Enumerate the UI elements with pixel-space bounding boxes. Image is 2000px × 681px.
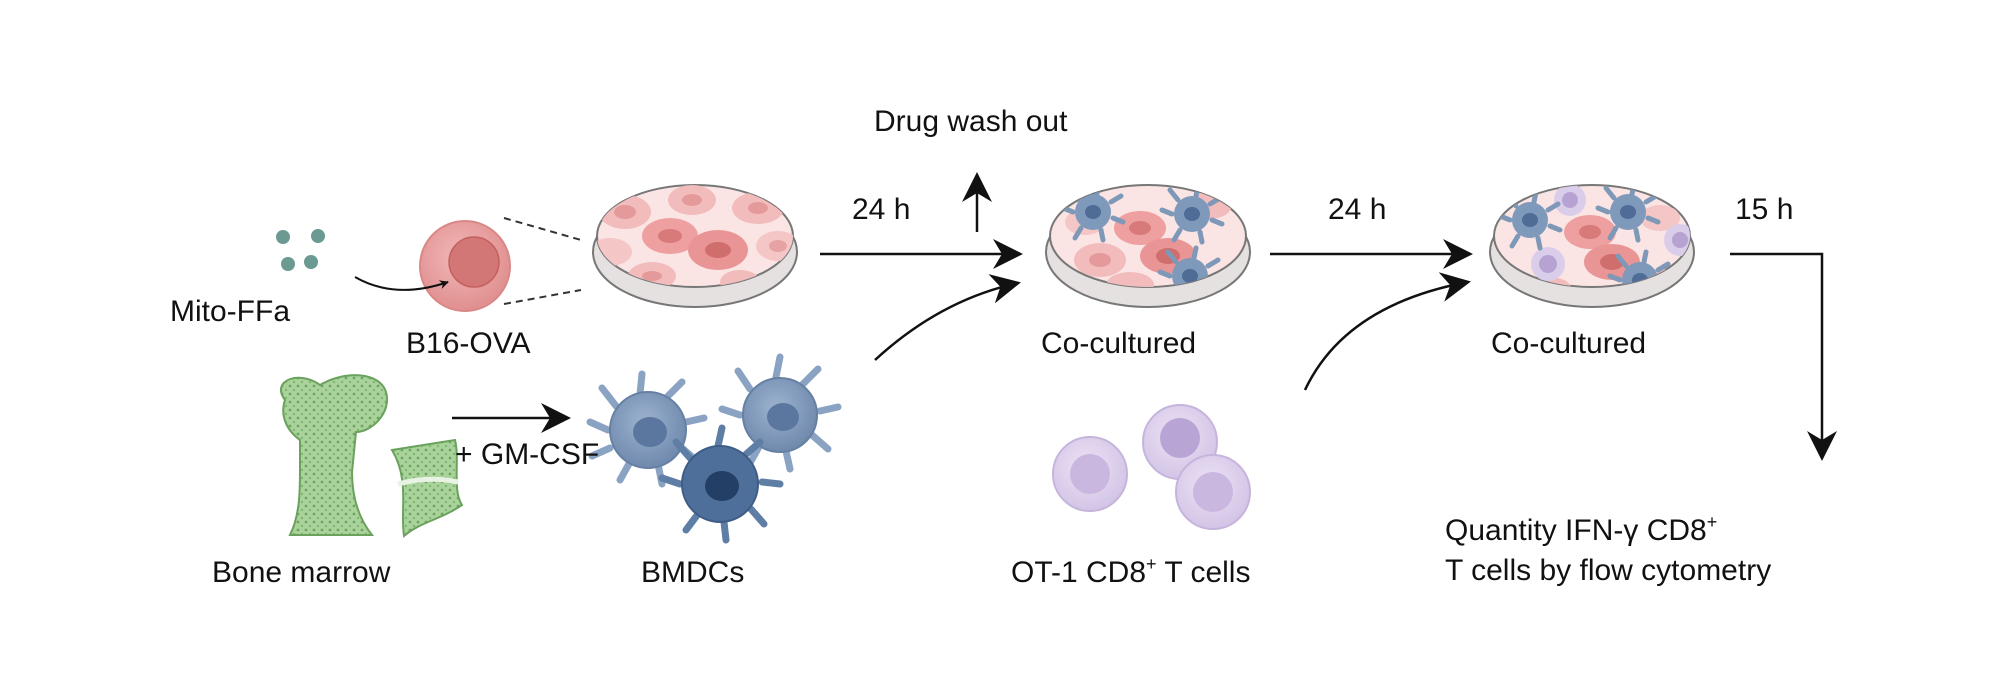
ot1-t-cells-icon — [1052, 404, 1251, 530]
zoom-line-bottom — [503, 289, 582, 305]
zoom-line-top — [503, 217, 582, 241]
drug-uptake-arrow — [354, 276, 449, 291]
coculture-dish-1-icon — [1045, 184, 1251, 308]
readout-arrow — [1730, 252, 1837, 461]
drug-particles-icon — [276, 229, 325, 271]
time-label-1: 24 h — [852, 193, 911, 226]
tcell-to-coculture-arrow — [1303, 272, 1471, 391]
quantity-ifn-label-line2: T cells by flow cytometry — [1445, 554, 1772, 587]
time-label-2: 24 h — [1328, 193, 1387, 226]
drug-wash-out-label: Drug wash out — [874, 105, 1068, 138]
b16-ova-label: B16-OVA — [406, 327, 531, 360]
quantity-ifn-label-line1: Quantity IFN-γ CD8+ — [1445, 512, 1718, 547]
bmdcs-label: BMDCs — [641, 556, 745, 589]
coculture-dish-2-icon — [1489, 184, 1695, 308]
time-label-3: 15 h — [1735, 193, 1794, 226]
bone-marrow-icon — [279, 374, 464, 538]
gm-csf-label: + GM-CSF — [455, 438, 600, 471]
bone-marrow-label: Bone marrow — [212, 556, 391, 589]
bmdc-cells-icon — [586, 353, 842, 544]
cocultured-label-1: Co-cultured — [1041, 327, 1197, 360]
ot1-cd8-t-cells-label: OT-1 CD8+ T cells — [1011, 554, 1251, 589]
cocultured-label-2: Co-cultured — [1491, 327, 1647, 360]
b16-ova-cell-icon — [419, 220, 511, 312]
tumor-culture-dish-icon — [592, 184, 798, 308]
mito-ffa-label: Mito-FFa — [170, 295, 290, 328]
bmdc-to-coculture-arrow — [874, 274, 1021, 361]
